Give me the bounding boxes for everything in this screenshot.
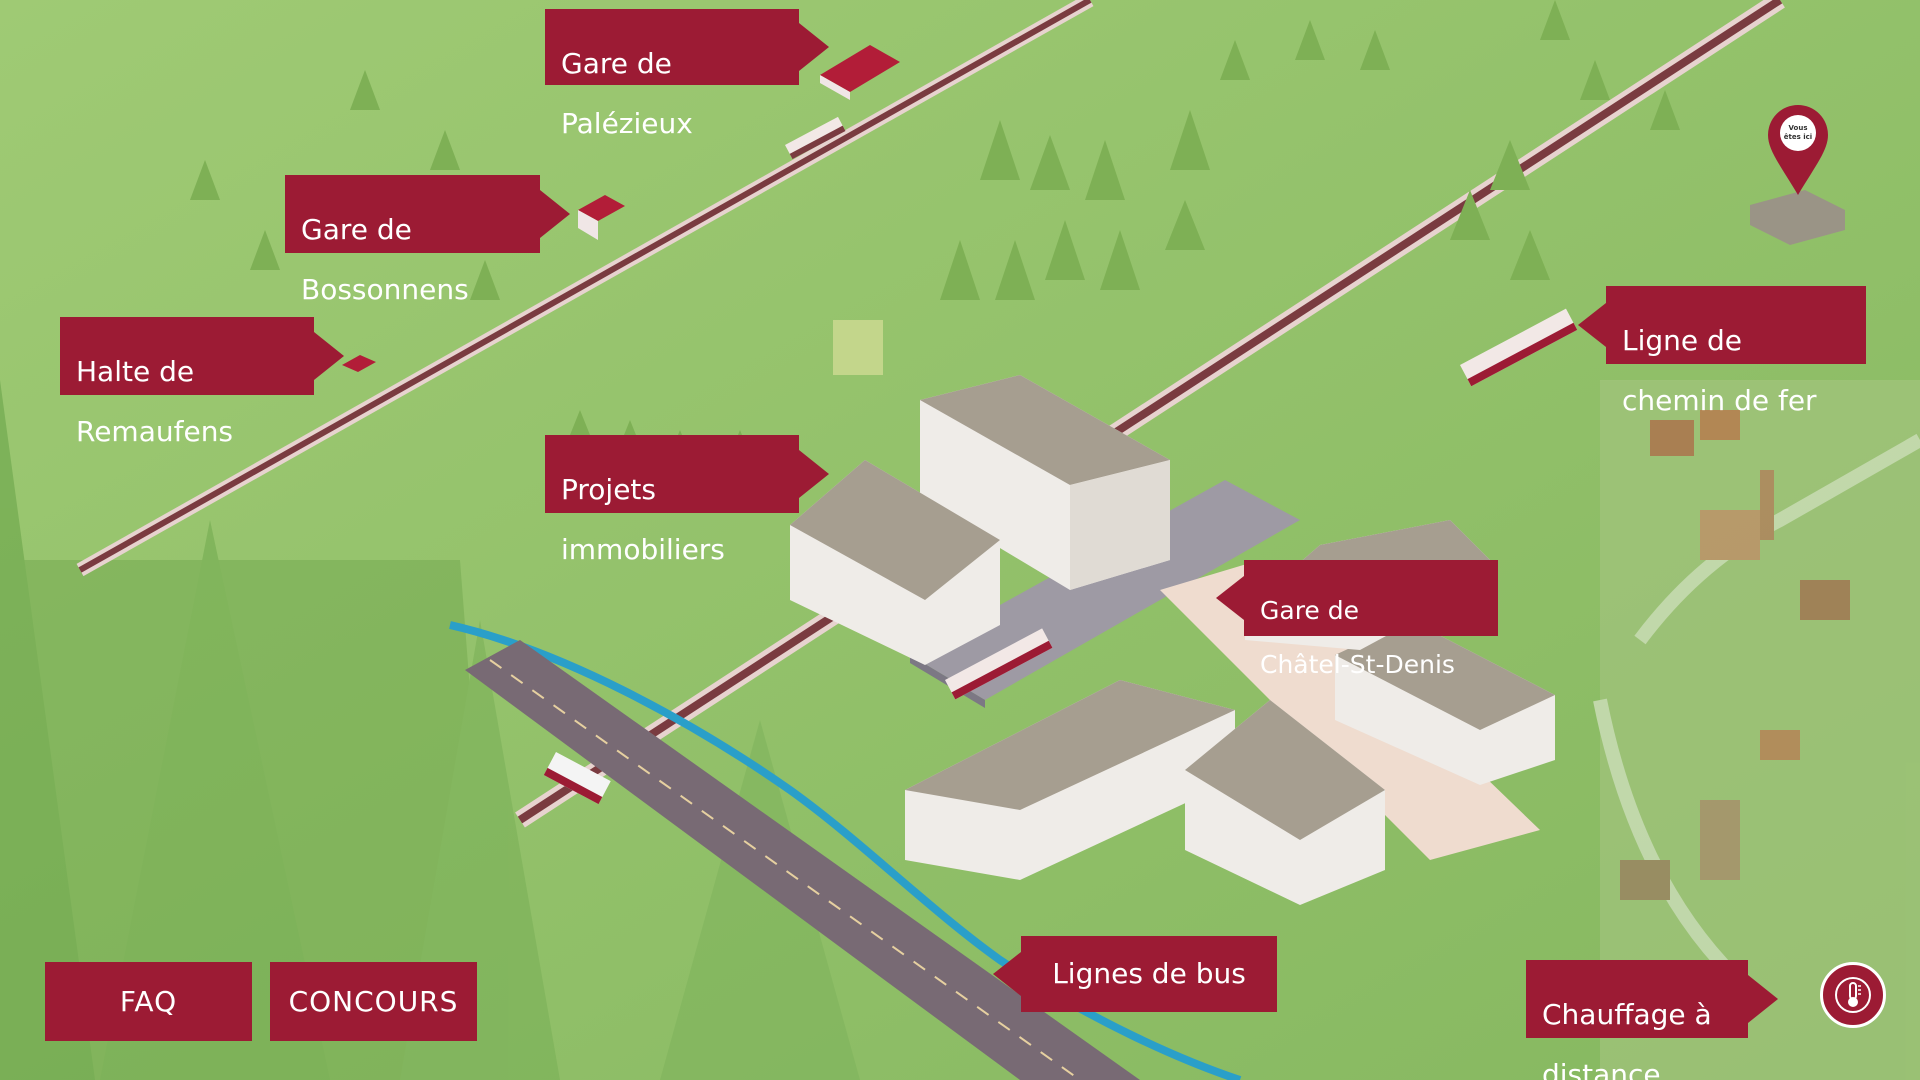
label-gare-bossonnens-line2: Bossonnens xyxy=(301,273,469,306)
train-upper xyxy=(785,116,846,160)
bus xyxy=(543,752,611,805)
label-lignes-de-bus-text: Lignes de bus xyxy=(1052,957,1246,990)
label-projets-immobiliers-line2: immobiliers xyxy=(561,533,725,566)
label-ligne-line1: Ligne de xyxy=(1622,324,1743,357)
building-2 xyxy=(790,460,1000,665)
building-3 xyxy=(905,680,1235,880)
thermometer-icon xyxy=(1835,977,1871,1013)
road xyxy=(465,640,1140,1080)
concours-button[interactable]: CONCOURS xyxy=(270,962,477,1041)
you-are-here-pin[interactable]: Vous êtes ici xyxy=(1768,105,1828,195)
label-chauffage-line1: Chauffage à xyxy=(1542,998,1712,1031)
label-projets-immobiliers-line1: Projets xyxy=(561,473,656,506)
concours-button-label: CONCOURS xyxy=(288,985,459,1018)
faq-button-label: FAQ xyxy=(119,985,178,1018)
building-target xyxy=(1750,190,1845,245)
label-ligne-line2: chemin de fer xyxy=(1622,384,1817,417)
trains xyxy=(785,116,1578,700)
train-right xyxy=(1460,308,1578,387)
stations-small xyxy=(342,45,900,372)
label-halte-remaufens-line1: Halte de xyxy=(76,355,195,388)
label-ligne-chemin-de-fer[interactable]: Ligne de chemin de fer xyxy=(1606,286,1866,416)
you-are-here-line2: êtes ici xyxy=(1784,133,1812,141)
label-halte-remaufens-line2: Remaufens xyxy=(76,415,234,448)
label-projets-immobiliers[interactable]: Projets immobiliers xyxy=(545,435,799,565)
label-gare-bossonnens-line1: Gare de xyxy=(301,213,412,246)
label-gare-palezieux[interactable]: Gare de Palézieux xyxy=(545,9,799,139)
label-gare-chatel-line2: Châtel-St-Denis xyxy=(1260,650,1455,679)
heating-button[interactable] xyxy=(1820,962,1886,1028)
railway-main xyxy=(515,0,1785,828)
label-chauffage-distance[interactable]: Chauffage à distance xyxy=(1526,960,1748,1080)
river xyxy=(449,621,1242,1080)
label-gare-palezieux-line2: Palézieux xyxy=(561,107,693,140)
label-chauffage-line2: distance xyxy=(1542,1058,1661,1080)
label-gare-bossonnens[interactable]: Gare de Bossonnens xyxy=(285,175,540,305)
building-4 xyxy=(1185,700,1385,905)
train-station xyxy=(945,628,1053,700)
faq-button[interactable]: FAQ xyxy=(45,962,252,1041)
you-are-here-line1: Vous xyxy=(1789,124,1808,132)
label-halte-remaufens[interactable]: Halte de Remaufens xyxy=(60,317,314,447)
label-lignes-de-bus[interactable]: Lignes de bus xyxy=(1021,936,1277,1012)
label-gare-chatel[interactable]: Gare de Châtel-St-Denis xyxy=(1244,560,1498,678)
foreground-trees xyxy=(0,380,860,1080)
label-gare-chatel-line1: Gare de xyxy=(1260,596,1359,625)
label-gare-palezieux-line1: Gare de xyxy=(561,47,672,80)
